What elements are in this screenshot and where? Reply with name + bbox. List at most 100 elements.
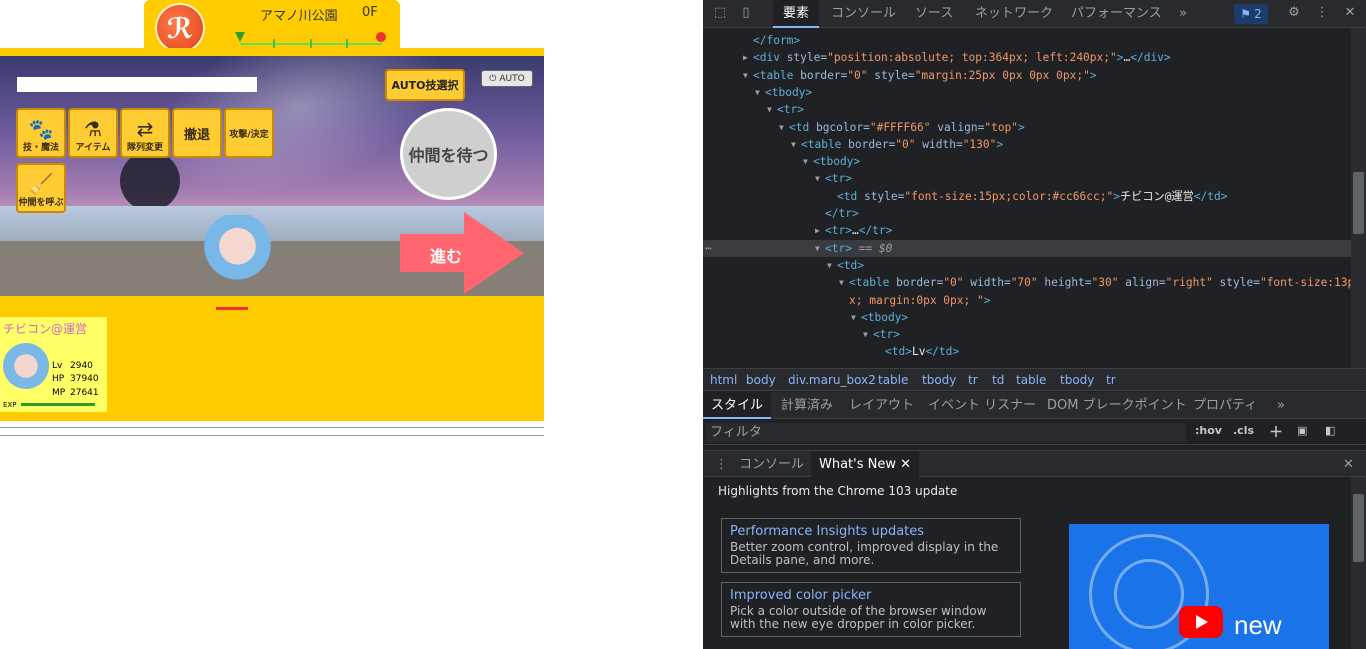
code-token: </form> <box>753 34 801 47</box>
kebab-menu-icon[interactable]: ⋮ <box>1315 5 1329 20</box>
expand-triangle-icon[interactable]: ▶ <box>743 53 748 63</box>
breadcrumb-item[interactable]: tbody <box>1060 373 1095 387</box>
collapse-triangle-icon[interactable]: ▼ <box>779 122 784 132</box>
hov-toggle[interactable]: :hov <box>1195 424 1222 437</box>
close-drawer-icon[interactable]: ✕ <box>1343 457 1354 472</box>
collapse-triangle-icon[interactable]: ▼ <box>791 139 796 149</box>
dom-node-content: </form> <box>753 32 800 49</box>
dom-node-content: ▼<td bgcolor="#FFFF66" valign="top"> <box>779 119 1025 136</box>
paint-icon[interactable]: ▣ <box>1297 424 1308 437</box>
tab-styles[interactable]: スタイル <box>703 392 772 419</box>
breadcrumb-item[interactable]: html <box>710 373 738 387</box>
dom-node-content: </tr> <box>825 205 859 222</box>
sidebar-toggle-icon[interactable]: ◧ <box>1325 424 1336 437</box>
scrollbar-thumb[interactable] <box>1353 494 1364 562</box>
collapse-triangle-icon[interactable]: ▼ <box>755 87 760 97</box>
tab-properties[interactable]: プロパティ <box>1193 398 1258 413</box>
close-icon[interactable]: ✕ <box>1344 5 1356 20</box>
collapse-triangle-icon[interactable]: ▼ <box>851 312 856 322</box>
cls-toggle[interactable]: .cls <box>1233 424 1255 437</box>
more-tabs-icon[interactable]: » <box>1179 6 1187 21</box>
issues-badge[interactable]: ⚑ 2 <box>1234 4 1268 24</box>
tab-dom-breakpoints[interactable]: DOM ブレークポイント <box>1047 398 1187 413</box>
wait-for-ally-button[interactable]: 仲間を待つ <box>400 108 497 200</box>
item-button[interactable]: ⚗ アイテム <box>68 108 118 158</box>
styles-filter-input[interactable]: フィルタ <box>706 423 1186 442</box>
tab-elements[interactable]: 要素 <box>773 0 820 28</box>
node-menu-icon[interactable]: ⋯ <box>705 241 712 255</box>
tab-console[interactable]: コンソール <box>831 6 897 21</box>
code-token: <tbody> <box>765 85 813 99</box>
breadcrumb-item[interactable]: div.maru_box2 <box>788 373 876 387</box>
auto-skill-select-button[interactable]: AUTO技選択 <box>385 69 465 101</box>
code-token: "0" <box>847 68 868 82</box>
dom-node-content: ▼<tr> <box>863 326 900 343</box>
whats-new-video-thumbnail[interactable]: new <box>1069 524 1329 649</box>
collapse-triangle-icon[interactable]: ▼ <box>827 260 832 270</box>
breadcrumb-item[interactable]: tr <box>1106 373 1116 387</box>
code-token: style= <box>1212 276 1260 290</box>
tab-computed[interactable]: 計算済み <box>781 398 834 413</box>
dom-node-content: <td style="font-size:15px;color:#cc66cc;… <box>837 188 1228 205</box>
close-icon[interactable]: ✕ <box>900 457 912 472</box>
party-member-name: チビコン@運営 <box>3 322 88 336</box>
scrollbar-thumb[interactable] <box>1353 172 1364 234</box>
code-token: チビコン@運営 <box>1119 189 1194 203</box>
auto-toggle-button[interactable]: ⏻ AUTO <box>481 70 533 87</box>
breadcrumb-item[interactable]: body <box>746 373 776 387</box>
collapse-triangle-icon[interactable]: ▼ <box>863 330 868 340</box>
breadcrumb-item[interactable]: table <box>1016 373 1047 387</box>
tab-performance[interactable]: パフォーマンス <box>1071 6 1162 21</box>
advance-label[interactable]: 進む <box>430 247 463 266</box>
card-title[interactable]: Performance Insights updates <box>730 524 925 539</box>
call-ally-button[interactable]: 🧹 仲間を呼ぶ <box>16 163 66 213</box>
breadcrumb-item[interactable]: td <box>992 373 1005 387</box>
breadcrumb-item[interactable]: tr <box>968 373 978 387</box>
tab-layout[interactable]: レイアウト <box>849 398 915 413</box>
device-toolbar-icon[interactable]: ▯ <box>742 5 750 20</box>
youtube-play-icon[interactable] <box>1179 606 1223 638</box>
attack-confirm-button[interactable]: 攻撃/決定 <box>224 108 274 158</box>
drawer-tab-whats-new[interactable]: What's New ✕ <box>811 451 920 478</box>
dom-node-selected[interactable]: ⋯▼<tr> == $0 <box>703 239 1351 257</box>
settings-gear-icon[interactable]: ⚙ <box>1288 5 1300 20</box>
styles-panel-tabs: スタイル 計算済み レイアウト イベント リスナー DOM ブレークポイント プ… <box>703 392 1366 419</box>
drawer-tab-console[interactable]: コンソール <box>739 457 805 472</box>
elements-dom-tree[interactable]: </form>▶<div style="position:absolute; t… <box>703 28 1351 368</box>
card-title[interactable]: Improved color picker <box>730 588 872 603</box>
advance-arrow-button[interactable] <box>400 212 524 294</box>
collapse-triangle-icon[interactable]: ▼ <box>743 70 748 80</box>
scene-top-border <box>0 48 544 56</box>
dom-node-content: ▶<tr>…</tr> <box>815 222 892 239</box>
code-token: "0" <box>895 137 916 151</box>
game-logo-icon: ℛ <box>155 3 205 53</box>
collapse-triangle-icon[interactable]: ▼ <box>803 157 808 167</box>
tab-event-listeners[interactable]: イベント リスナー <box>928 398 1037 413</box>
drawer-menu-icon[interactable]: ⋮ <box>715 457 728 472</box>
tab-network[interactable]: ネットワーク <box>975 6 1054 21</box>
expand-triangle-icon[interactable]: ▶ <box>815 226 820 236</box>
whats-new-card[interactable]: Performance Insights updates Better zoom… <box>721 518 1021 573</box>
command-label: 隊列変更 <box>126 143 163 153</box>
code-token: <tbody> <box>813 155 861 169</box>
whats-new-panel: Highlights from the Chrome 103 update Pe… <box>703 477 1351 649</box>
collapse-triangle-icon[interactable]: ▼ <box>815 243 820 253</box>
collapse-triangle-icon[interactable]: ▼ <box>839 278 844 288</box>
whats-new-card[interactable]: Improved color picker Pick a color outsi… <box>721 582 1021 637</box>
breadcrumb-item[interactable]: table <box>878 373 909 387</box>
skill-magic-button[interactable]: 🐾 技・魔法 <box>16 108 66 158</box>
dom-node-content: ▼<table border="0" width="130"> <box>791 136 1003 153</box>
inspect-element-icon[interactable]: ⬚ <box>713 5 727 20</box>
code-token: style= <box>786 51 828 65</box>
code-token: style= <box>863 189 905 203</box>
command-label: 撤退 <box>183 127 210 143</box>
more-tabs-icon[interactable]: » <box>1277 398 1285 413</box>
formation-change-button[interactable]: ⇄ 隊列変更 <box>120 108 170 158</box>
retreat-button[interactable]: 撤退 <box>172 108 222 158</box>
collapse-triangle-icon[interactable]: ▼ <box>767 105 772 115</box>
add-rule-icon[interactable]: ＋ <box>1269 425 1283 441</box>
collapse-triangle-icon[interactable]: ▼ <box>815 174 820 184</box>
breadcrumb-item[interactable]: tbody <box>922 373 957 387</box>
tab-sources[interactable]: ソース <box>915 6 954 21</box>
stat-value-lv: 2940 <box>70 361 93 371</box>
